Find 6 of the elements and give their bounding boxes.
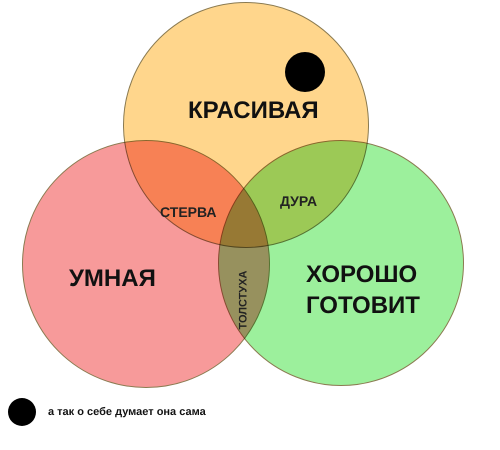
set-label: УМНАЯ (69, 264, 156, 294)
legend-text: а так о себе думает она сама (48, 406, 206, 418)
set-label: КРАСИВАЯ (188, 96, 319, 126)
overlap-label: СТЕРВА (160, 204, 217, 220)
overlap-label: ТОЛСТУХА (236, 270, 249, 330)
overlap-label: ДУРА (280, 193, 318, 209)
